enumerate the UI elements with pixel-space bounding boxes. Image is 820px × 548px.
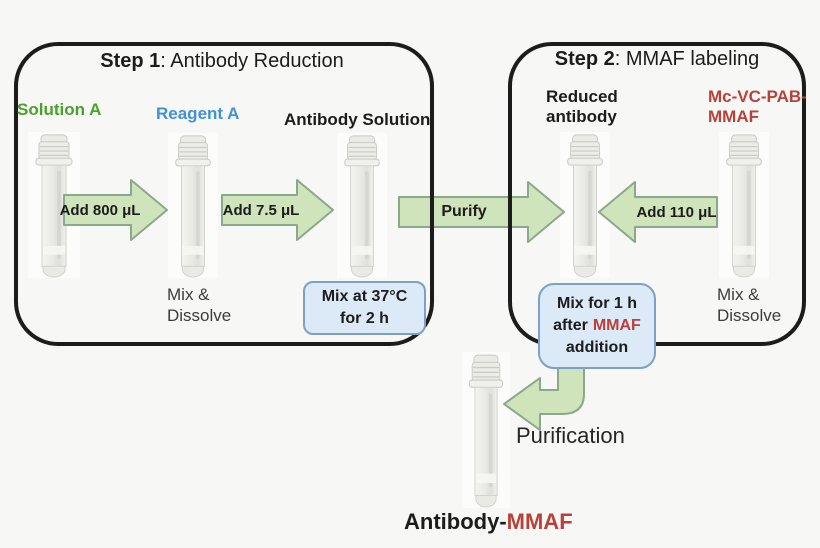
purify-arrow-shape <box>398 181 565 243</box>
purify-arrow: Purify <box>398 180 566 244</box>
purify-arrow-label: Purify <box>441 203 487 220</box>
mc-vc-pab-mmaf-label-line1: Mc-VC-PAB- <box>708 87 807 106</box>
mix-1h-note-line2-mmaf: MMAF <box>592 317 641 334</box>
reduced-antibody-label: Reduced antibody <box>546 87 618 127</box>
antibody-mmaf-product-label: Antibody-MMAF <box>404 509 573 535</box>
add-110-arrow-shape <box>598 181 718 243</box>
antibody-solution-label: Antibody Solution <box>284 110 431 129</box>
add-7-5-arrow: Add 7.5 μL <box>221 178 335 242</box>
mix-1h-note-line3: addition <box>565 339 629 356</box>
mix-37c-note-line1: Mix at 37°C <box>321 288 408 305</box>
add-7-5-arrow-label: Add 7.5 μL <box>222 201 300 219</box>
step2-title: Step 2: MMAF labeling <box>512 48 802 71</box>
mix-1h-note-line1: Mix for 1 h <box>556 295 637 312</box>
mix-37c-note: Mix at 37°C for 2 h <box>303 281 426 335</box>
add-800-arrow-label: Add 800 μL <box>59 201 141 219</box>
product-label-antibody: Antibody- <box>404 509 507 534</box>
step2-title-text: : MMAF labeling <box>614 48 760 70</box>
purification-elbow-arrow <box>503 355 585 431</box>
mix-1h-note-line2: after MMAF <box>540 315 654 337</box>
product-label-mmaf: MMAF <box>506 509 573 534</box>
reduced-antibody-label-line1: Reduced <box>546 87 618 106</box>
solution-a-label: Solution A <box>17 100 102 119</box>
mix-1h-note-line2-prefix: after <box>553 317 588 334</box>
add-800-arrow: Add 800 μL <box>59 178 169 242</box>
mix-dissolve-step2-line2: Dissolve <box>717 306 782 325</box>
antibody-solution-tube-image <box>337 133 387 278</box>
mix-dissolve-step1-line1: Mix & <box>167 285 210 304</box>
mix-dissolve-step2-line1: Mix & <box>717 285 760 304</box>
add-110-arrow: Add 110 μL <box>597 180 718 244</box>
mmaf-reagent-tube-image <box>719 132 769 278</box>
reduced-antibody-label-line2: antibody <box>546 107 617 126</box>
mix-dissolve-text-step2: Mix & Dissolve <box>717 284 781 326</box>
step1-title-text: : Antibody Reduction <box>160 50 344 72</box>
step2-title-number: Step 2 <box>554 48 615 70</box>
purification-label: Purification <box>516 423 625 448</box>
mix-dissolve-step1-line2: Dissolve <box>167 306 232 325</box>
mix-dissolve-text-step1: Mix & Dissolve <box>167 284 231 326</box>
reagent-a-label: Reagent A <box>156 104 240 123</box>
mc-vc-pab-mmaf-label-line2: MMAF <box>708 107 759 126</box>
mix-37c-note-line2: for 2 h <box>340 310 389 327</box>
step1-title-number: Step 1 <box>100 50 161 72</box>
add-110-arrow-label: Add 110 μL <box>636 203 717 221</box>
mc-vc-pab-mmaf-label: Mc-VC-PAB- MMAF <box>708 87 807 127</box>
add-7-5-arrow-shape <box>221 179 334 241</box>
reagent-a-tube-image <box>168 133 218 278</box>
mix-1h-note: Mix for 1 h after MMAF addition <box>538 283 656 369</box>
step1-title: Step 1: Antibody Reduction <box>14 50 430 73</box>
add-800-arrow-shape <box>63 179 168 241</box>
